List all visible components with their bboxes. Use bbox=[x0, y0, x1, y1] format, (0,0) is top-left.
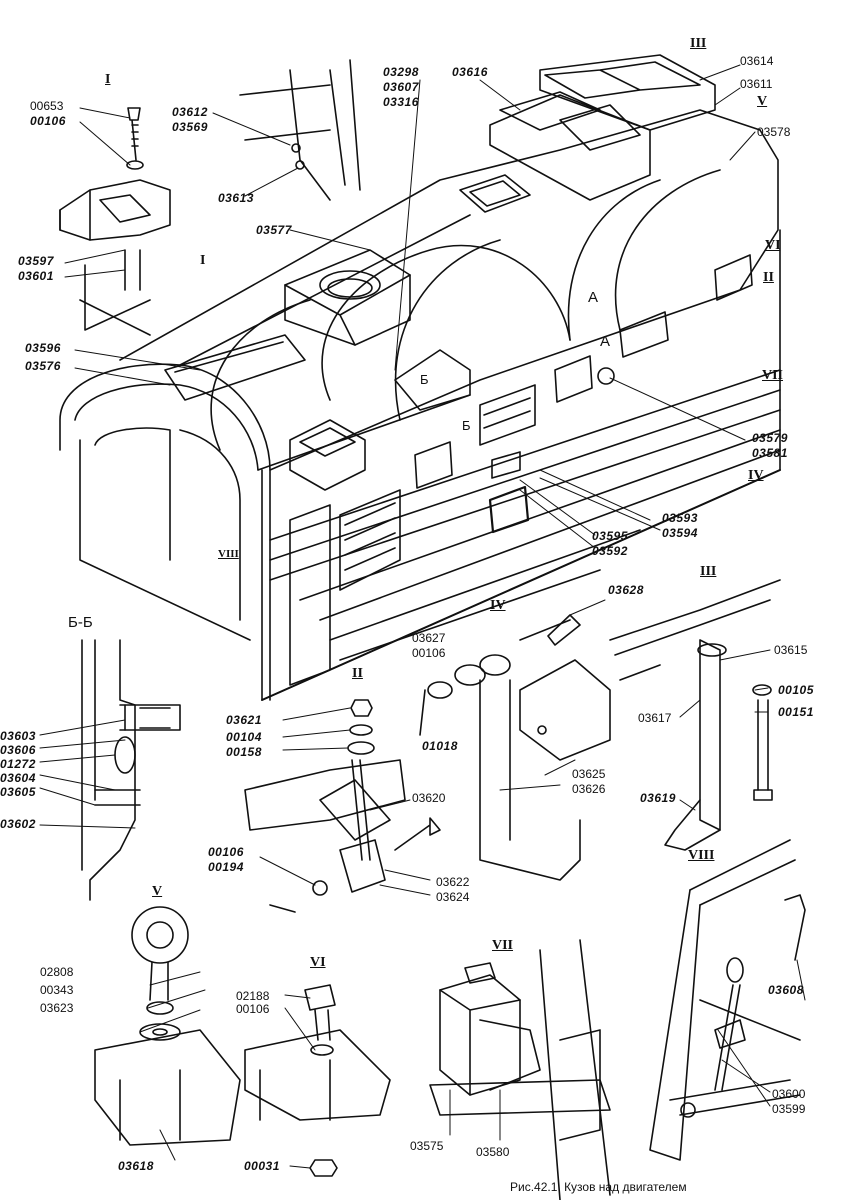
roman-VII-detail-title: VII bbox=[492, 938, 514, 953]
part-label: 03575 bbox=[410, 1139, 444, 1153]
detail-V-drawing bbox=[94, 906, 241, 1146]
roman-IV-detail-title: IV bbox=[490, 598, 506, 613]
part-label: 00158 bbox=[226, 745, 262, 759]
roman-III-callout: III bbox=[690, 36, 707, 51]
detail-II-drawing bbox=[244, 699, 441, 913]
part-label: 03614 bbox=[740, 54, 774, 68]
part-label: 03627 bbox=[412, 631, 446, 645]
part-label: 03611 bbox=[740, 77, 773, 91]
part-label: 03593 bbox=[662, 511, 698, 525]
part-label: 03576 bbox=[25, 359, 61, 373]
main-body-drawing bbox=[59, 54, 781, 701]
part-label: 03298 bbox=[383, 65, 419, 79]
leader-lines bbox=[39, 64, 806, 1169]
detail-VI-drawing bbox=[244, 984, 391, 1177]
part-label: 03600 bbox=[772, 1087, 806, 1101]
roman-VI-detail-title: VI bbox=[310, 955, 326, 970]
part-label: 03578 bbox=[757, 125, 791, 139]
part-label: 03613 bbox=[218, 191, 254, 205]
part-label: 00031 bbox=[244, 1159, 280, 1173]
roman-I-detail-title: I bbox=[105, 72, 111, 87]
section-label: Б-Б bbox=[68, 614, 93, 631]
part-label: 03316 bbox=[383, 95, 419, 109]
part-label: 03569 bbox=[172, 120, 208, 134]
part-label: 02188 bbox=[236, 989, 270, 1003]
part-label: 03607 bbox=[383, 80, 419, 94]
roman-VII-callout: VII bbox=[762, 368, 784, 383]
part-label: 03620 bbox=[412, 791, 446, 805]
section-BB-drawing bbox=[81, 639, 181, 901]
part-label: 00194 bbox=[208, 860, 244, 874]
part-label: 00106 bbox=[30, 114, 66, 128]
part-label: 03594 bbox=[662, 526, 698, 540]
view-mark-A-upper: А bbox=[588, 289, 599, 306]
part-label: 03596 bbox=[25, 341, 61, 355]
part-label: 00105 bbox=[778, 683, 814, 697]
part-label: 02808 bbox=[40, 965, 74, 979]
part-label: 01272 bbox=[0, 757, 36, 771]
part-label: 03616 bbox=[452, 65, 488, 79]
part-label: 03608 bbox=[768, 983, 804, 997]
part-label: 03595 bbox=[592, 529, 628, 543]
part-label: 03619 bbox=[640, 791, 676, 805]
roman-VIII-detail-title: VIII bbox=[688, 848, 715, 863]
part-label: 00106 bbox=[412, 646, 446, 660]
part-label: 03624 bbox=[436, 890, 470, 904]
roman-VIII-callout: VIII bbox=[218, 548, 239, 560]
part-label: 03623 bbox=[40, 1001, 74, 1015]
roman-II-detail-title: II bbox=[352, 666, 363, 681]
part-label: 03580 bbox=[476, 1145, 510, 1159]
part-label: 03625 bbox=[572, 767, 606, 781]
part-label: 03615 bbox=[774, 643, 808, 657]
part-label: 00653 bbox=[30, 99, 64, 113]
detail-VII-drawing bbox=[429, 939, 611, 1200]
part-label: 03604 bbox=[0, 771, 36, 785]
part-label: 03622 bbox=[436, 875, 470, 889]
roman-IV-callout: IV bbox=[748, 468, 764, 483]
view-mark-B-2: Б bbox=[462, 418, 471, 433]
part-label: 03592 bbox=[592, 544, 628, 558]
part-label: 03621 bbox=[226, 713, 262, 727]
roman-III-detail-title: III bbox=[700, 564, 717, 579]
part-label: 03605 bbox=[0, 785, 36, 799]
part-label: 00343 bbox=[40, 983, 74, 997]
part-label: 03618 bbox=[118, 1159, 154, 1173]
view-mark-A-lower: А bbox=[600, 333, 611, 350]
view-mark-B: Б bbox=[420, 372, 429, 387]
detail-03612-drawing bbox=[239, 59, 361, 201]
roman-I-callout: I bbox=[200, 253, 206, 268]
part-label: 00106 bbox=[236, 1002, 270, 1016]
roman-II-callout: II bbox=[763, 270, 774, 285]
detail-III-drawing bbox=[609, 579, 781, 851]
part-label: 03617 bbox=[638, 711, 672, 725]
part-label: 00106 bbox=[208, 845, 244, 859]
part-label: 00104 bbox=[226, 730, 262, 744]
roman-VI-callout: VI bbox=[765, 238, 781, 253]
part-label: 03581 bbox=[752, 446, 788, 460]
part-label: 03606 bbox=[0, 743, 36, 757]
detail-I-drawing bbox=[59, 107, 171, 336]
detail-VIII-drawing bbox=[649, 839, 806, 1161]
part-label: 03597 bbox=[18, 254, 54, 268]
part-label: 03601 bbox=[18, 269, 54, 283]
figure-caption: Рис.42.1. Кузов над двигателем bbox=[510, 1180, 687, 1194]
part-label: 03577 bbox=[256, 223, 292, 237]
part-label: 03603 bbox=[0, 729, 36, 743]
part-label: 03602 bbox=[0, 817, 36, 831]
part-label: 03626 bbox=[572, 782, 606, 796]
part-label: 01018 bbox=[422, 739, 458, 753]
detail-IV-drawing bbox=[419, 614, 611, 881]
part-label: 03579 bbox=[752, 431, 788, 445]
part-label: 00151 bbox=[778, 705, 814, 719]
roman-V-callout: V bbox=[757, 94, 768, 109]
part-label: 03628 bbox=[608, 583, 644, 597]
part-label: 03599 bbox=[772, 1102, 806, 1116]
part-label: 03612 bbox=[172, 105, 208, 119]
roman-V-detail-title: V bbox=[152, 884, 163, 899]
